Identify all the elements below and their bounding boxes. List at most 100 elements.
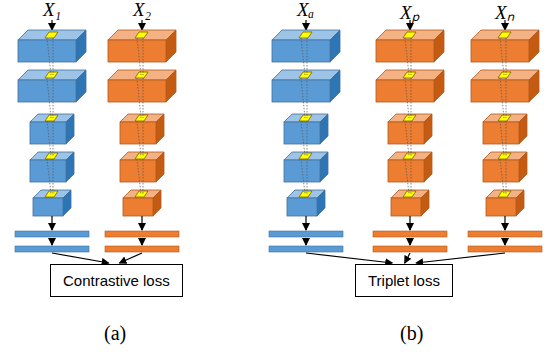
layer-side [434, 30, 444, 62]
flow-arrow [409, 238, 410, 245]
receptive-line [307, 159, 308, 194]
conv-layer [18, 70, 86, 102]
layer-front [30, 160, 66, 182]
receptive-line [506, 159, 507, 194]
receptive-line [143, 159, 144, 194]
layer-front [30, 122, 66, 144]
receptive-line [137, 78, 141, 118]
panel-caption: (b) [400, 322, 423, 345]
loss-box: Contrastive loss [50, 264, 183, 297]
layer-top [108, 70, 176, 80]
kernel [299, 32, 312, 38]
flow-arrow [52, 253, 109, 263]
conv-layer [120, 152, 164, 182]
flow-arrow [305, 238, 306, 245]
receptive-line [47, 38, 51, 75]
flow-arrow [504, 216, 505, 230]
receptive-line [405, 78, 409, 118]
layer-side [76, 30, 86, 62]
layer-front [272, 80, 330, 102]
layer-front [108, 80, 166, 102]
flow-arrow [51, 216, 52, 230]
layer-side [424, 152, 432, 182]
flow-arrow [51, 20, 52, 30]
receptive-line [500, 159, 504, 194]
conv-layer [18, 30, 86, 62]
layer-front [272, 40, 330, 62]
layer-side [434, 70, 444, 102]
conv-layer [388, 152, 432, 182]
kernel [135, 191, 148, 197]
conv-layer [108, 70, 176, 102]
layer-side [529, 30, 539, 62]
receptive-line [137, 121, 141, 156]
layer-front [471, 80, 529, 102]
layer-side [156, 114, 164, 144]
kernel [299, 153, 312, 159]
layer-side [153, 190, 161, 216]
layer-side [66, 152, 74, 182]
fc-layer [373, 231, 447, 237]
receptive-line [53, 121, 54, 156]
layer-side [63, 190, 71, 216]
kernel [403, 191, 416, 197]
layer-front [388, 122, 424, 144]
layer-top [471, 70, 539, 80]
receptive-line [47, 78, 51, 118]
fc-layer [269, 231, 343, 237]
input-label: Xₙ [495, 0, 515, 25]
layer-side [330, 70, 340, 102]
conv-layer [483, 152, 527, 182]
receptive-line [500, 38, 504, 75]
receptive-line [53, 78, 54, 118]
layer-side [156, 152, 164, 182]
receptive-line [47, 159, 51, 194]
flow-arrow [504, 238, 505, 245]
receptive-line [143, 121, 144, 156]
kernel [498, 32, 511, 38]
receptive-line [53, 159, 54, 194]
layer-side [424, 114, 432, 144]
receptive-line [143, 78, 144, 118]
kernel [135, 32, 148, 38]
receptive-line [500, 78, 504, 118]
flow-arrow [409, 216, 410, 230]
flow-arrow [141, 238, 142, 245]
conv-layer [486, 190, 524, 216]
receptive-line [137, 38, 141, 75]
layer-front [18, 40, 76, 62]
flow-arrow [305, 20, 306, 30]
receptive-line [500, 121, 504, 156]
layer-front [391, 198, 421, 216]
layer-side [519, 152, 527, 182]
conv-layer [284, 152, 328, 182]
layer-side [320, 114, 328, 144]
layer-top [272, 30, 340, 40]
conv-layer [376, 30, 444, 62]
fc-layer [15, 246, 89, 252]
layer-front [471, 40, 529, 62]
receptive-line [143, 38, 144, 75]
kernel [45, 153, 58, 159]
layer-side [519, 114, 527, 144]
receptive-line [307, 38, 308, 75]
receptive-line [506, 78, 507, 118]
input-label: Xₐ [297, 0, 314, 21]
conv-layer [108, 30, 176, 62]
receptive-line [506, 121, 507, 156]
receptive-line [405, 38, 409, 75]
conv-layer [272, 70, 340, 102]
layer-front [33, 198, 63, 216]
kernel [45, 72, 58, 78]
fc-layer [269, 246, 343, 252]
layer-front [18, 80, 76, 102]
input-label: X₁ [43, 0, 61, 21]
layer-side [320, 152, 328, 182]
conv-layer [376, 70, 444, 102]
layer-side [166, 30, 176, 62]
receptive-line [506, 38, 507, 75]
layer-front [376, 40, 434, 62]
receptive-line [411, 121, 412, 156]
